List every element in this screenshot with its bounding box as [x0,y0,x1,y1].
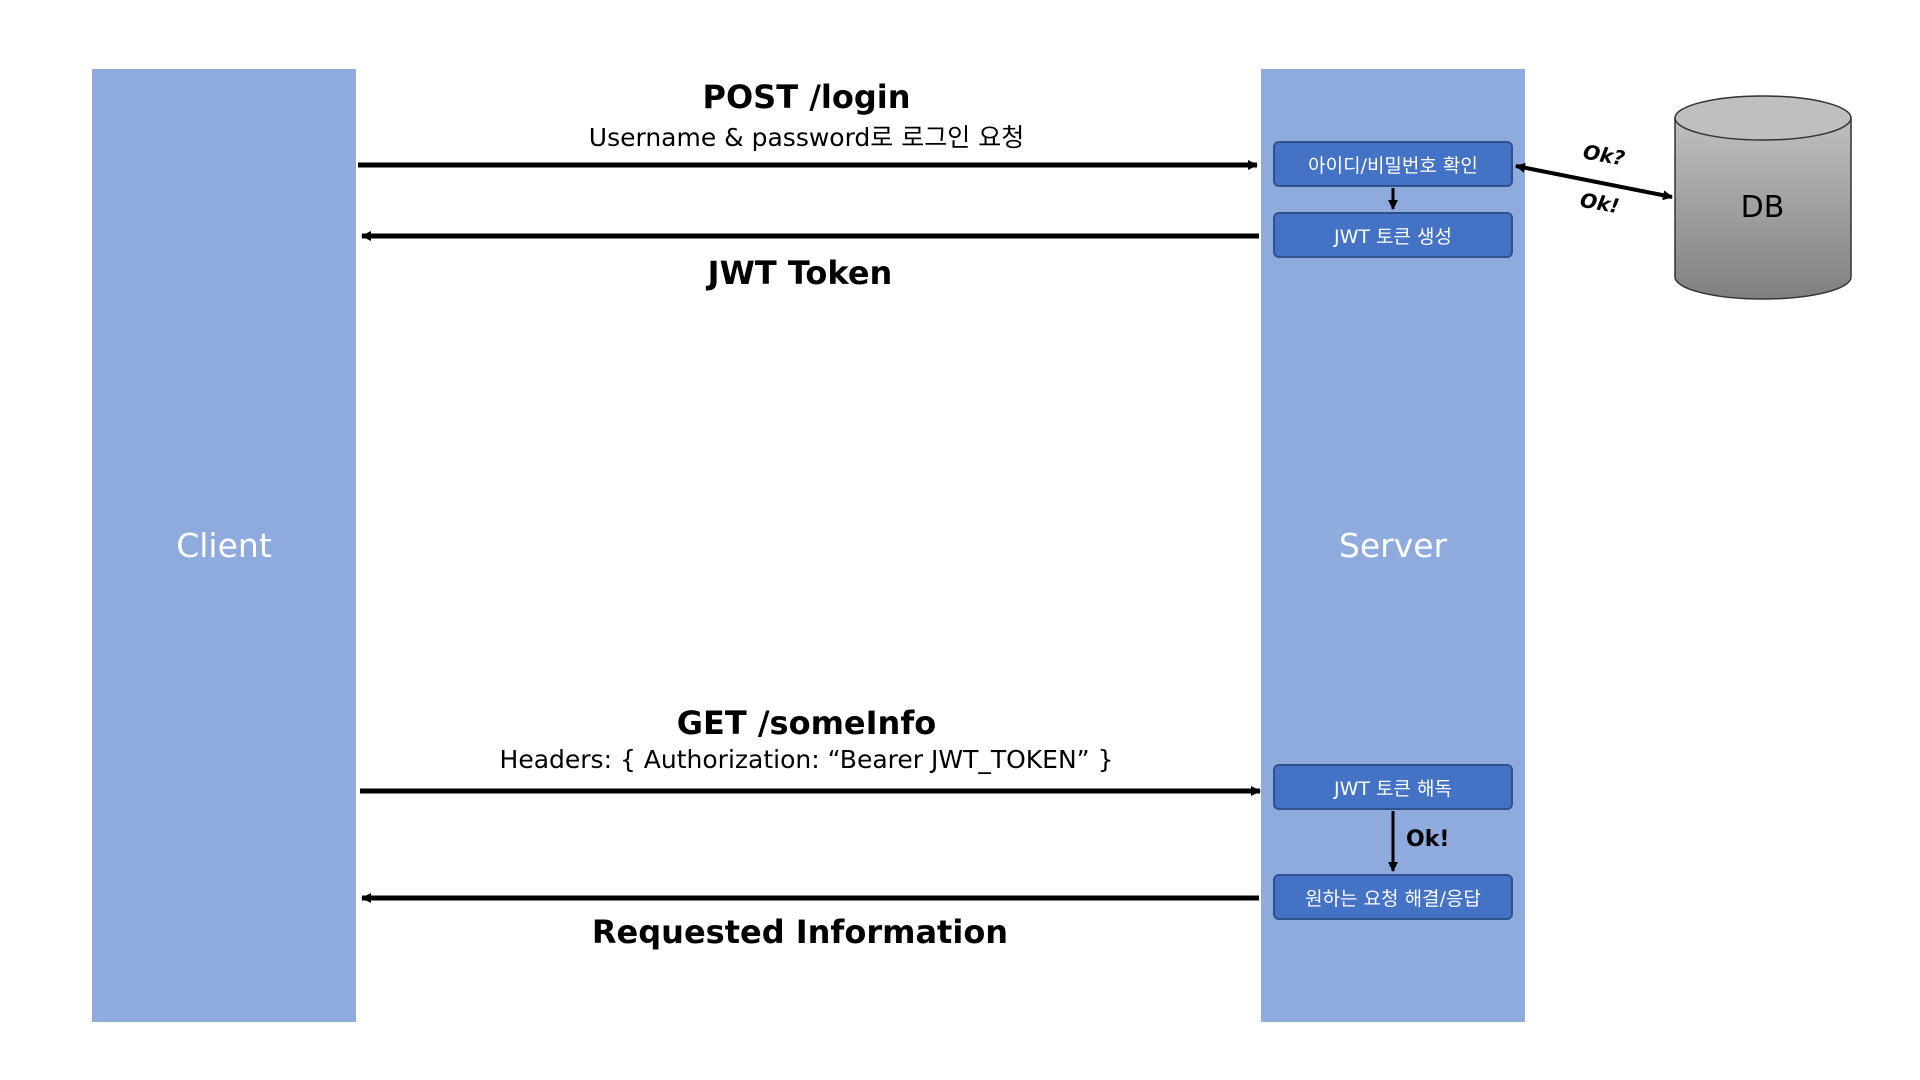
step-create-token: JWT 토큰 생성 [1273,212,1513,258]
client-lane-label: Client [176,526,272,565]
step-respond-request: 원하는 요청 해결/응답 [1273,874,1513,920]
token-response-label: JWT Token [707,254,893,292]
get-request-subtitle: Headers: { Authorization: “Bearer JWT_TO… [499,745,1114,774]
server-lane-label: Server [1338,526,1448,565]
db-cylinder [1674,95,1852,300]
step-verify-credentials: 아이디/비밀번호 확인 [1273,141,1513,187]
login-request-subtitle: Username & password로 로그인 요청 [588,123,1025,152]
decode-ok-label: Ok! [1406,827,1450,852]
db-label: DB [1740,190,1785,225]
get-request-title: GET /someInfo [676,704,937,742]
step-decode-token: JWT 토큰 해독 [1273,764,1513,810]
login-request-title: POST /login [702,78,911,116]
info-response-label: Requested Information [591,913,1009,951]
server-db-arrow [1515,162,1673,201]
client-lane: Client [92,69,356,1022]
